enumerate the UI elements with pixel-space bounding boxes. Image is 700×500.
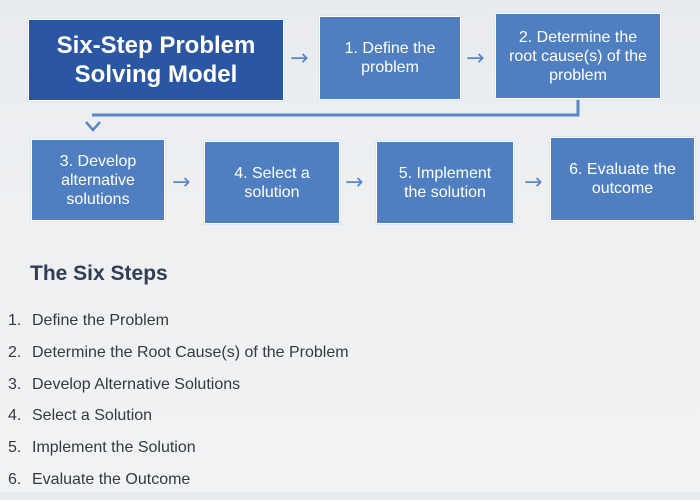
- diagram-title-box: Six-Step Problem Solving Model: [27, 18, 285, 102]
- list-item: 3.Develop Alternative Solutions: [8, 375, 241, 393]
- section-heading: The Six Steps: [30, 262, 168, 285]
- step-box-5: 5. Implement the solution: [375, 140, 515, 225]
- chevron-down-icon: [85, 121, 101, 132]
- step-box-1-label: 1. Define the problem: [344, 40, 436, 76]
- step-box-2: 2. Determine the root cause(s) of the pr…: [494, 12, 662, 100]
- list-item: 6.Evaluate the Outcome: [8, 470, 191, 488]
- step-box-4-label: 4. Select a solution: [234, 164, 310, 201]
- step-box-1: 1. Define the problem: [318, 15, 462, 101]
- list-item: 5.Implement the Solution: [8, 439, 196, 457]
- step-box-2-label: 2. Determine the root cause(s) of the pr…: [509, 28, 647, 84]
- diagram-title: Six-Step Problem Solving Model: [56, 32, 256, 88]
- step-box-5-label: 5. Implement the solution: [398, 164, 492, 201]
- step-box-3-label: 3. Develop alternative solutions: [59, 152, 137, 208]
- arrow-right-icon: →: [345, 170, 364, 195]
- list-item: 4.Select a Solution: [8, 407, 153, 425]
- step-box-6-label: 6. Evaluate the outcome: [569, 161, 676, 197]
- connector-line: [92, 100, 580, 117]
- steps-list: 1.Define the Problem 2.Determine the Roo…: [8, 309, 349, 500]
- step-box-3: 3. Develop alternative solutions: [30, 138, 166, 222]
- arrow-right-icon: →: [466, 46, 485, 71]
- arrow-right-icon: →: [172, 170, 191, 195]
- step-box-6: 6. Evaluate the outcome: [549, 136, 696, 222]
- list-item: 1.Define the Problem: [8, 312, 169, 329]
- list-item: 2.Determine the Root Cause(s) of the Pro…: [8, 343, 349, 361]
- arrow-right-icon: →: [290, 46, 309, 71]
- step-box-4: 4. Select a solution: [203, 140, 341, 225]
- arrow-right-icon: →: [524, 170, 543, 195]
